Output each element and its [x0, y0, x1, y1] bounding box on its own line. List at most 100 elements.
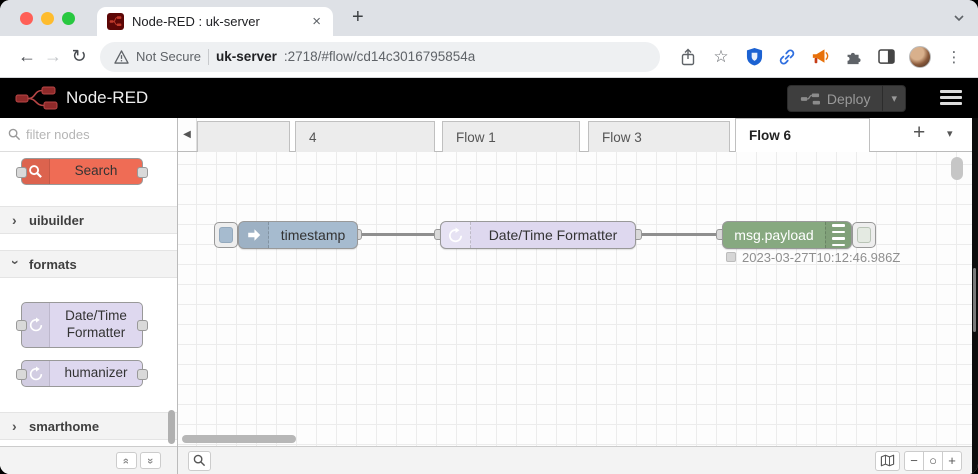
palette-category-uibuilder[interactable]: › uibuilder	[0, 206, 177, 234]
forward-icon[interactable]: →	[44, 46, 62, 66]
flow-tab-flow3[interactable]: Flow 3	[588, 121, 730, 152]
tab-search-icon[interactable]	[954, 13, 964, 23]
password-shield-extension-icon[interactable]	[744, 47, 764, 67]
flow-tab-partial[interactable]	[197, 121, 290, 152]
palette-node-label: Search	[74, 163, 118, 179]
category-label: uibuilder	[29, 212, 84, 228]
scroll-tabs-left-button[interactable]: ◀	[178, 118, 197, 151]
filter-nodes-input[interactable]	[0, 118, 177, 151]
fullscreen-window-button[interactable]	[62, 12, 75, 25]
browser-menu-icon[interactable]: ⋮	[946, 48, 962, 66]
add-flow-button[interactable]: +	[913, 121, 926, 144]
browser-tab[interactable]: Node-RED : uk-server ×	[97, 7, 333, 36]
close-tab-icon[interactable]: ×	[312, 13, 321, 30]
inject-arrow-icon	[239, 222, 269, 248]
node-msg-payload[interactable]: msg.payload	[722, 221, 852, 249]
address-bar[interactable]: Not Secure uk-server :2718/#flow/cd14c30…	[100, 41, 660, 72]
window-right-edge	[972, 118, 978, 474]
debug-list-icon	[825, 222, 851, 248]
node-label: timestamp	[280, 227, 346, 243]
main-menu-icon[interactable]	[940, 90, 962, 108]
expand-all-button[interactable]: »	[140, 452, 161, 469]
node-status-dot	[726, 252, 736, 262]
node-red-favicon	[107, 13, 124, 30]
megaphone-extension-icon[interactable]	[810, 47, 830, 67]
collapse-all-button[interactable]: »	[116, 452, 137, 469]
deploy-options-caret[interactable]: ▾	[882, 86, 905, 111]
profile-avatar[interactable]	[909, 45, 931, 68]
palette-node-humanizer[interactable]: humanizer	[16, 360, 148, 387]
node-output-port[interactable]	[137, 320, 148, 331]
timer-icon	[441, 222, 471, 248]
brand-title: Node-RED	[66, 88, 149, 107]
node-label: msg.payload	[734, 227, 814, 243]
deploy-button[interactable]: Deploy ▾	[786, 85, 906, 112]
back-icon[interactable]: ←	[18, 46, 36, 66]
map-navigator-icon	[880, 454, 895, 467]
palette-node-datetime-formatter[interactable]: Date/Time Formatter	[16, 302, 148, 348]
node-input-port[interactable]	[16, 167, 27, 178]
node-red-header: Node-RED Deploy ▾	[0, 78, 978, 118]
window-controls	[20, 12, 75, 25]
palette-filter	[0, 118, 177, 152]
palette-scroll-area: Search › uibuilder › formats Date/Ti	[0, 152, 177, 446]
security-label: Not Secure	[136, 49, 202, 64]
canvas-vertical-scrollbar[interactable]	[951, 157, 963, 180]
zoom-reset-button[interactable]: ○	[923, 450, 943, 471]
node-datetime-formatter[interactable]: Date/Time Formatter	[440, 221, 636, 249]
chevron-right-icon: ›	[12, 418, 17, 434]
flow-tab-4[interactable]: 4	[295, 121, 435, 152]
reload-icon[interactable]: ↻	[71, 46, 87, 66]
node-timestamp[interactable]: timestamp	[238, 221, 358, 249]
minimize-window-button[interactable]	[41, 12, 54, 25]
palette-node-search[interactable]: Search	[16, 158, 148, 185]
inject-trigger-button[interactable]	[214, 222, 238, 248]
node-palette: Search › uibuilder › formats Date/Ti	[0, 118, 178, 474]
main-area: Search › uibuilder › formats Date/Ti	[0, 118, 978, 474]
debug-toggle-button[interactable]	[852, 222, 876, 248]
flow-tab-flow6-active[interactable]: Flow 6	[735, 118, 870, 152]
deploy-icon	[800, 93, 820, 104]
canvas-horizontal-scrollbar[interactable]	[182, 435, 296, 443]
palette-category-formats[interactable]: › formats	[0, 250, 177, 278]
divider	[208, 48, 210, 65]
link-extension-icon[interactable]	[777, 47, 797, 67]
warning-icon	[114, 49, 129, 64]
node-label: Date/Time Formatter	[488, 227, 618, 243]
chevron-right-icon: ›	[12, 212, 17, 228]
node-red-logo-icon	[15, 86, 58, 110]
search-flows-button[interactable]	[188, 450, 211, 471]
palette-node-label: Date/Time Formatter	[65, 308, 127, 340]
palette-footer: » »	[0, 446, 177, 474]
bookmark-star-icon[interactable]: ☆	[713, 46, 729, 66]
url-path: :2718/#flow/cd14c3016795854a	[283, 49, 476, 64]
zoom-in-button[interactable]: +	[942, 450, 962, 471]
category-label: smarthome	[29, 418, 100, 434]
tab-list-menu-icon[interactable]: ▾	[947, 128, 953, 140]
flow-tab-flow1[interactable]: Flow 1	[442, 121, 580, 152]
palette-category-smarthome[interactable]: › smarthome	[0, 412, 177, 440]
wire-inject-to-formatter[interactable]	[358, 233, 442, 236]
palette-scrollbar[interactable]	[168, 410, 175, 444]
extensions-puzzle-icon[interactable]	[843, 47, 863, 67]
side-panel-icon[interactable]	[876, 47, 896, 67]
workspace-footer: − ○ +	[178, 446, 972, 474]
wire-formatter-to-debug[interactable]	[636, 233, 722, 236]
page-scrollbar[interactable]	[973, 268, 976, 332]
search-icon	[8, 128, 21, 141]
zoom-out-button[interactable]: −	[904, 450, 924, 471]
flow-tab-strip: ◀ 4 Flow 1 Flow 3 Flow 6 + ▾	[178, 118, 972, 152]
node-output-port[interactable]	[137, 167, 148, 178]
node-input-port[interactable]	[16, 369, 27, 380]
tab-title: Node-RED : uk-server	[132, 14, 260, 29]
flow-canvas[interactable]: timestamp Date/Time Formatter msg.payloa…	[178, 152, 972, 446]
new-tab-button[interactable]: +	[352, 6, 364, 28]
share-icon[interactable]	[678, 47, 698, 67]
url-host: uk-server	[216, 49, 277, 64]
node-output-port[interactable]	[137, 369, 148, 380]
close-window-button[interactable]	[20, 12, 33, 25]
deploy-label: Deploy	[826, 90, 871, 107]
toggle-navigator-button[interactable]	[875, 450, 900, 471]
browser-tab-bar: Node-RED : uk-server × +	[0, 0, 978, 36]
node-input-port[interactable]	[16, 320, 27, 331]
